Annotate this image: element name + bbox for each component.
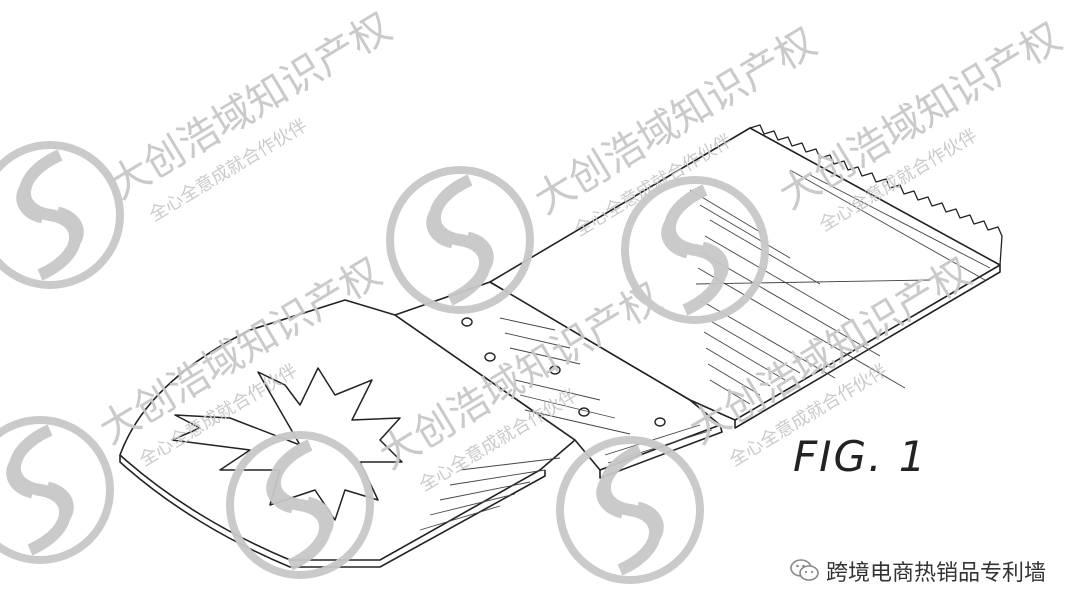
watermark-text-a: 大创浩域知识产权 全心全意成就合作伙伴 [101,4,399,226]
svg-text:大创浩域知识产权: 大创浩域知识产权 [771,14,1069,218]
rivet-holes [461,317,666,427]
svg-text:大创浩域知识产权: 大创浩域知识产权 [101,4,399,208]
figure-label: FIG. 1 [793,432,928,481]
blade-body [489,127,1001,421]
cutting-teeth [749,124,1003,266]
wechat-icon [790,559,819,581]
mounting-plate-edge [119,455,546,568]
source-account[interactable]: 跨境电商热销品专利墙 [790,555,1046,587]
offset-step-edge [599,424,723,479]
blade-body-edge [734,265,1001,429]
source-account-name: 跨境电商热销品专利墙 [825,561,1046,586]
starburst-hole [171,367,403,521]
